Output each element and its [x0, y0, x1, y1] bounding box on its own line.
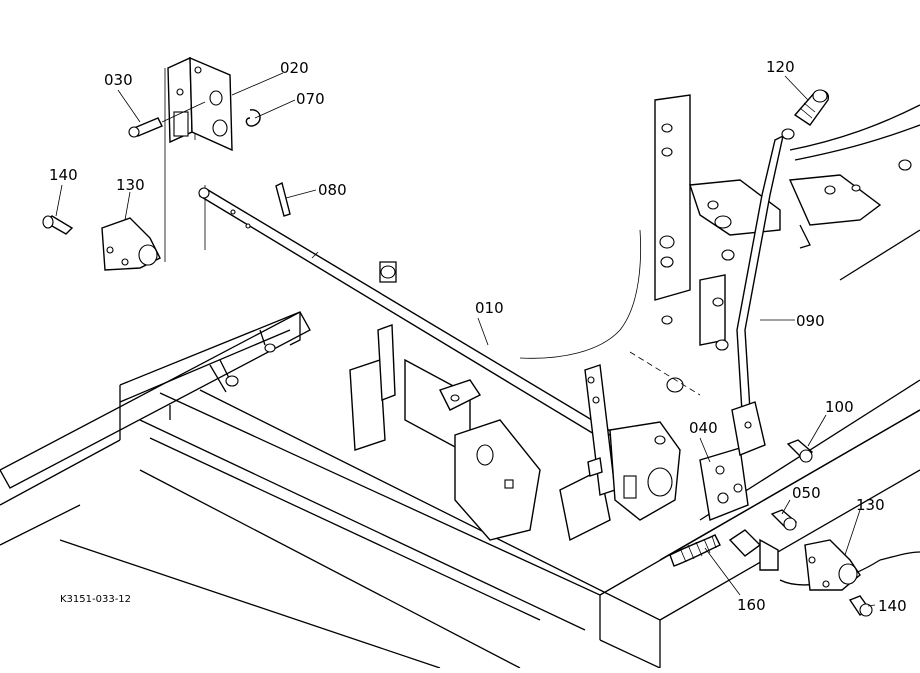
clip-070	[245, 109, 261, 127]
knob-120	[781, 89, 829, 140]
callout-050: 050	[792, 484, 821, 502]
bolt-140-left	[42, 215, 74, 235]
link-plate	[699, 447, 749, 521]
callout-140-right: 140	[878, 597, 907, 615]
cotter-pin-080	[275, 181, 291, 217]
bolt-100	[786, 439, 814, 463]
cable-dashed	[629, 351, 701, 396]
callout-030: 030	[104, 71, 133, 89]
center-bracket-assembly	[349, 261, 611, 542]
callout-140-left: 140	[49, 166, 78, 184]
chassis-frame	[0, 65, 920, 669]
spring-160	[669, 529, 779, 571]
rod-090	[731, 134, 784, 456]
callout-100: 100	[825, 398, 854, 416]
callout-160: 160	[737, 596, 766, 614]
bolt-140-right	[848, 595, 873, 617]
callout-070: 070	[296, 90, 325, 108]
cable	[519, 229, 642, 359]
leader-lines	[55, 72, 876, 607]
callout-090: 090	[796, 312, 825, 330]
callout-080: 080	[318, 181, 347, 199]
callout-020: 020	[280, 59, 309, 77]
pin-030	[128, 101, 206, 138]
bolt-050	[770, 509, 798, 531]
bracket-130-right	[804, 539, 861, 591]
callout-010: 010	[475, 299, 504, 317]
bracket-130-left	[101, 217, 161, 271]
callout-040: 040	[689, 419, 718, 437]
callout-labels: 010 020 030 040 050 070 080 090 100 120 …	[49, 58, 907, 615]
callout-130-left: 130	[116, 176, 145, 194]
callout-130-right: 130	[856, 496, 885, 514]
arm-040	[584, 364, 681, 521]
callout-120: 120	[766, 58, 795, 76]
right-vertical-plate	[654, 94, 920, 393]
bracket-020	[167, 56, 233, 152]
drawing-code: K3151-033-12	[60, 594, 131, 605]
